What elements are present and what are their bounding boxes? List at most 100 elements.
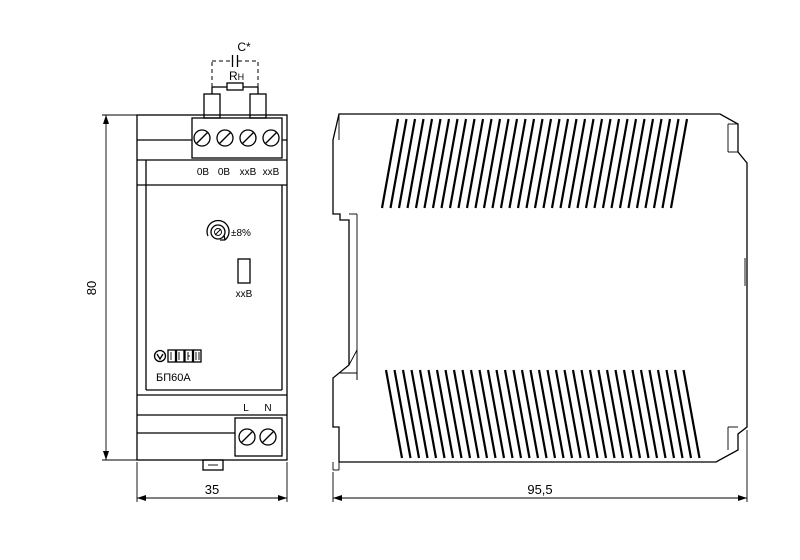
bottom-vent-slot-31 (648, 369, 667, 459)
terminal-label-3: xxB (240, 167, 257, 178)
bottom-vent-slot-0 (384, 369, 404, 459)
screw-terminal-4 (262, 129, 280, 147)
bottom-vent-slot-32 (656, 369, 676, 459)
bottom-vent-slot-3 (410, 369, 429, 459)
top-vent-slot-19 (542, 118, 561, 209)
bottom-vent-slot-7 (444, 369, 463, 459)
output-indicator (237, 258, 251, 284)
top-vent-slot-1 (389, 118, 408, 209)
terminal-label-1: 0В (197, 167, 210, 178)
bottom-vent-slot-19 (546, 369, 565, 459)
top-vent-slot-31 (644, 118, 663, 209)
terminal-label-n: N (264, 403, 271, 414)
terminal-label-4: xxB (263, 167, 280, 178)
top-vent-slot-21 (559, 118, 578, 209)
bottom-vent-slot-2 (401, 369, 421, 459)
top-vent-slot-12 (482, 118, 502, 209)
manufacturer-logo (153, 349, 202, 363)
bottom-vent-slot-9 (461, 369, 480, 459)
adjust-range-label: ±8% (231, 228, 251, 239)
top-vent-slot-18 (533, 118, 553, 209)
bottom-vent-slot-21 (563, 369, 582, 459)
top-vent-slot-29 (627, 118, 646, 209)
front-view: 0В 0В xxB xxB ±8% xxВ (136, 93, 288, 471)
top-vent-slot-33 (661, 118, 680, 209)
bottom-vent-slot-4 (418, 369, 438, 459)
front-width-value: 35 (205, 482, 219, 497)
bottom-vent-slot-12 (486, 369, 506, 459)
bottom-vent-slot-5 (427, 369, 446, 459)
top-vent-slot-30 (635, 118, 655, 209)
top-vent-slot-13 (491, 118, 510, 209)
bottom-vent-slot-27 (614, 369, 633, 459)
top-vent-slot-9 (457, 118, 476, 209)
height-value: 80 (84, 281, 99, 295)
bottom-vent-slot-34 (673, 369, 693, 459)
top-vent-slot-22 (567, 118, 587, 209)
capacitor-label: C* (237, 40, 251, 54)
top-vent-slot-15 (508, 118, 527, 209)
bottom-vent-slot-14 (503, 369, 523, 459)
bottom-vent-slot-6 (435, 369, 455, 459)
screw-terminal-3 (239, 129, 257, 147)
side-depth-value: 95,5 (527, 482, 552, 497)
voltage-adjust-icon (206, 219, 230, 241)
bottom-vent-slot-15 (512, 369, 531, 459)
screw-terminal-2 (216, 129, 234, 147)
bottom-vent-slot-24 (588, 369, 608, 459)
top-vent-slot-8 (448, 118, 468, 209)
top-vent-slot-7 (440, 118, 459, 209)
top-vent-slot-20 (550, 118, 570, 209)
screw-terminal-n (259, 428, 277, 446)
screw-terminal-1 (193, 129, 211, 147)
bottom-vent-slot-22 (571, 369, 591, 459)
top-vent-slot-14 (499, 118, 519, 209)
load-circuit: C* RН (211, 40, 259, 94)
resistor-label: RН (229, 69, 244, 83)
bottom-vent-slot-33 (665, 369, 684, 459)
top-vent-slot-25 (593, 118, 612, 209)
top-vent-slot-34 (669, 118, 689, 209)
top-vent-slot-32 (652, 118, 672, 209)
model-label: БП60А (156, 372, 191, 384)
bottom-vent-slots (384, 369, 701, 459)
bottom-terminal-block (234, 417, 283, 457)
load-resistor (226, 82, 244, 91)
top-vent-slot-2 (397, 118, 417, 209)
bottom-vent-slot-29 (631, 369, 650, 459)
top-vent-slot-24 (584, 118, 604, 209)
bottom-vent-slot-25 (597, 369, 616, 459)
terminal-label-2: 0В (218, 167, 231, 178)
bottom-vent-slot-1 (393, 369, 412, 459)
side-view (332, 113, 748, 471)
bottom-vent-slot-11 (478, 369, 497, 459)
bottom-vent-slot-18 (537, 369, 557, 459)
indicator-label: xxВ (236, 289, 253, 300)
bottom-vent-slot-16 (520, 369, 540, 459)
dimension-front-width: 35 (136, 462, 288, 502)
top-vent-slot-6 (431, 118, 451, 209)
dimension-side-depth: 95,5 (332, 430, 748, 502)
bottom-vent-slot-13 (495, 369, 514, 459)
top-vent-slot-28 (618, 118, 638, 209)
bottom-vent-slot-35 (682, 369, 701, 459)
bottom-vent-slot-23 (580, 369, 599, 459)
capacitor-icon (231, 55, 239, 67)
terminal-label-l: L (243, 403, 249, 414)
bottom-vent-slot-28 (622, 369, 642, 459)
top-vent-slot-3 (406, 118, 425, 209)
top-vent-slot-4 (414, 118, 434, 209)
screw-terminal-l (238, 428, 256, 446)
dimension-height: 80 (84, 114, 137, 461)
bottom-vent-slot-10 (469, 369, 489, 459)
top-vent-slot-5 (423, 118, 442, 209)
bottom-vent-slot-17 (529, 369, 548, 459)
top-vent-slot-10 (465, 118, 485, 209)
top-vent-slot-11 (474, 118, 493, 209)
bottom-vent-slot-20 (554, 369, 574, 459)
top-vent-slot-27 (610, 118, 629, 209)
top-vent-slot-17 (525, 118, 544, 209)
bottom-vent-slot-30 (639, 369, 659, 459)
bottom-vent-slot-26 (605, 369, 625, 459)
